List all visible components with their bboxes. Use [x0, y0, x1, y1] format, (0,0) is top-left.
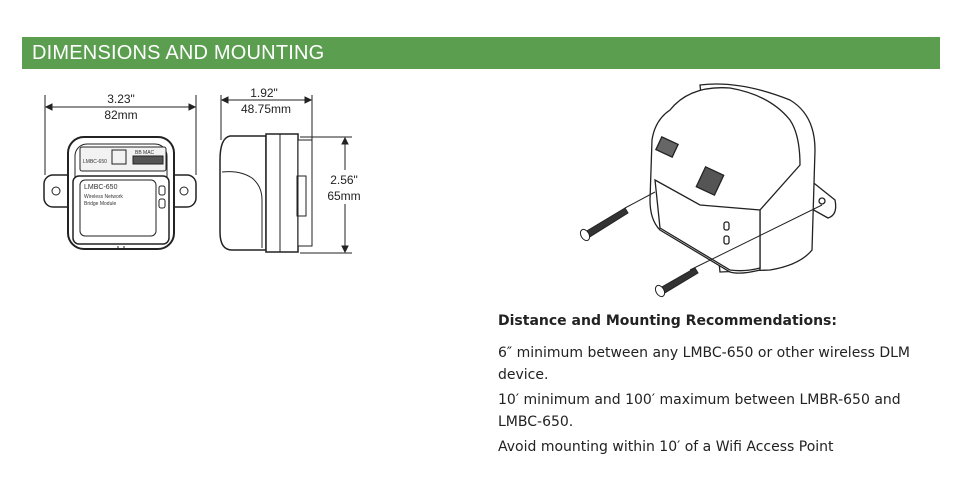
screw-icon — [659, 267, 699, 295]
recommendation-item: 10′ minimum and 100′ maximum between LMB… — [498, 392, 901, 430]
mac-label: BB MAC — [135, 150, 155, 156]
device-model-label: LMBC-650 — [84, 184, 118, 191]
section-header: DIMENSIONS AND MOUNTING — [22, 37, 940, 69]
device-model-small: LMBC-650 — [83, 159, 107, 165]
mounting-recommendations: Distance and Mounting Recommendations: 6… — [498, 310, 918, 461]
depth-mm: 48.75mm — [241, 102, 291, 116]
device-desc-2: Bridge Module — [84, 201, 116, 207]
height-mm: 65mm — [327, 189, 360, 203]
width-inches: 3.23" — [107, 92, 135, 106]
section-title: DIMENSIONS AND MOUNTING — [32, 42, 325, 64]
width-mm: 82mm — [104, 108, 137, 122]
recommendation-item: Avoid mounting within 10′ of a Wifi Acce… — [498, 439, 834, 455]
device-desc-1: Wireless Network — [84, 194, 123, 200]
recommendation-item: 6″ minimum between any LMBC-650 or other… — [498, 345, 911, 383]
screw-icon — [584, 207, 629, 239]
height-inches: 2.56" — [330, 173, 358, 187]
recommendations-heading: Distance and Mounting Recommendations: — [498, 313, 837, 329]
depth-inches: 1.92" — [250, 86, 278, 100]
